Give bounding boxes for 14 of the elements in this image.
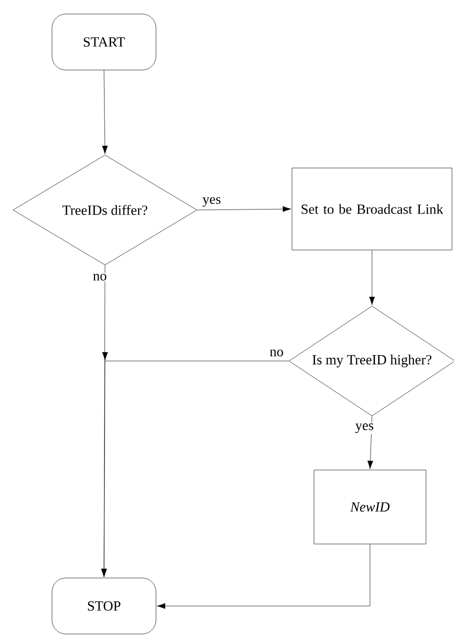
process-box: Set to be Broadcast Link (292, 168, 452, 250)
arrow (156, 544, 370, 609)
arrow (197, 206, 292, 212)
process-box: NewID (314, 470, 426, 544)
edge-label: no (92, 272, 108, 282)
arrow (101, 352, 289, 578)
arrow (367, 416, 374, 470)
edge-label: yes (201, 196, 222, 208)
edge-label: no (268, 348, 285, 358)
stop-terminal: STOP (52, 578, 156, 634)
arrow (102, 70, 108, 154)
start-terminal: START (52, 14, 156, 70)
arrow (369, 250, 375, 306)
edge-label: yes (354, 422, 375, 434)
